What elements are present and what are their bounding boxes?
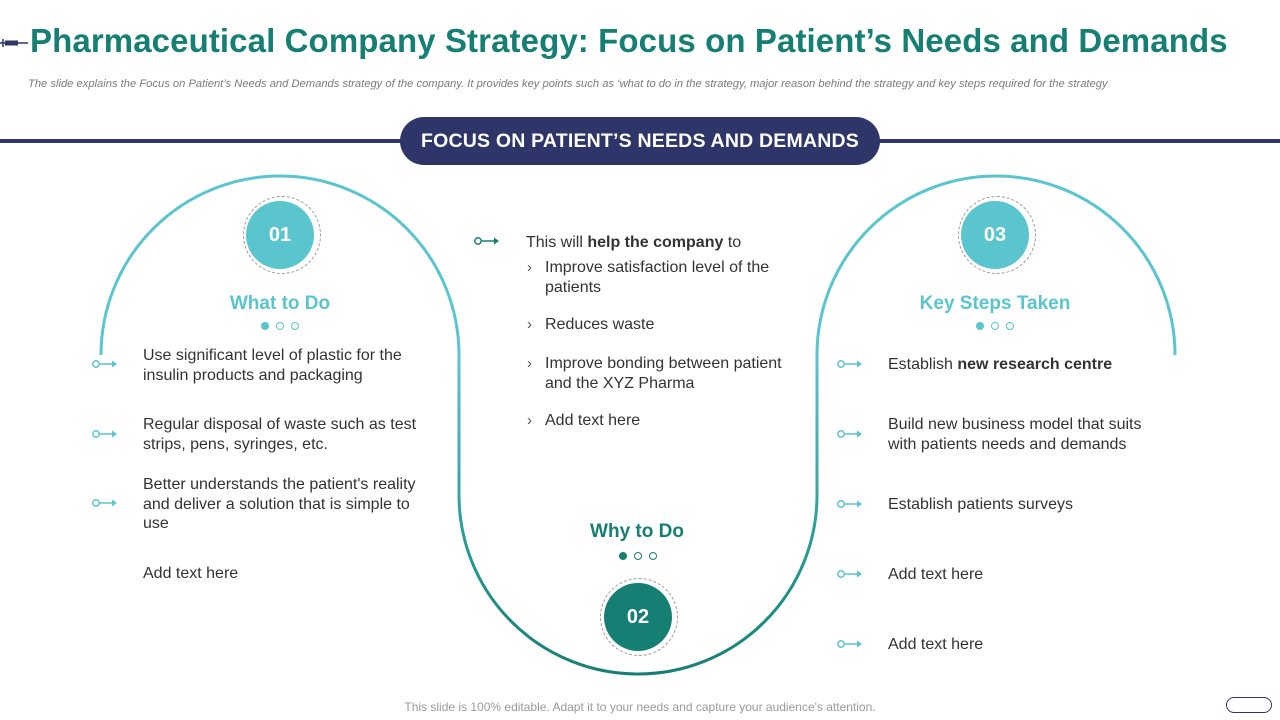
- why-item-3: ›Improve bonding between patient and the…: [527, 355, 782, 392]
- what-item-2: Regular disposal of waste such as test s…: [143, 416, 417, 453]
- steps-item-4: Add text here: [888, 566, 984, 583]
- dots-key-steps: [976, 322, 1014, 330]
- steps-item-1: Establish new research centre: [888, 356, 1113, 373]
- arrow-icon: [92, 499, 117, 507]
- arc-what-to-do: [99, 174, 461, 356]
- why-item-4: ›Add text here: [527, 412, 641, 429]
- banner-pill: FOCUS ON PATIENT’S NEEDS AND DEMANDS: [400, 117, 880, 165]
- what-item-1: Use significant level of plastic for the…: [143, 347, 402, 384]
- arc-why-to-do: [457, 355, 819, 676]
- arrow-icon: [837, 430, 862, 438]
- what-item-3: Better understands the patient's reality…: [143, 476, 416, 532]
- steps-item-2: Build new business model that suits with…: [888, 416, 1142, 453]
- syringe-icon: [0, 39, 28, 47]
- arrow-icon: [837, 500, 862, 508]
- arrow-icon: [92, 360, 117, 368]
- arrow-icon: [837, 570, 862, 578]
- arrow-icon: [837, 360, 862, 368]
- step-number-02: 02: [604, 583, 672, 651]
- heading-why-to-do: Why to Do: [590, 521, 684, 542]
- arrow-icon: [92, 430, 117, 438]
- page-subtitle: The slide explains the Focus on Patient’…: [28, 78, 1108, 90]
- heading-what-to-do: What to Do: [229, 293, 331, 314]
- circle-ring-03: [958, 196, 1036, 274]
- footer-note: This slide is 100% editable. Adapt it to…: [404, 700, 876, 714]
- why-item-2: ›Reduces waste: [527, 316, 655, 333]
- page-title: Pharmaceutical Company Strategy: Focus o…: [30, 22, 1228, 59]
- footer-pill-button[interactable]: [1226, 697, 1272, 713]
- arc-key-steps: [815, 174, 1177, 356]
- steps-item-3: Establish patients surveys: [888, 496, 1073, 513]
- dots-why-to-do: [619, 552, 657, 560]
- dots-what-to-do: [261, 322, 299, 330]
- step-number-03: 03: [961, 201, 1029, 269]
- heading-key-steps: Key Steps Taken: [919, 293, 1071, 314]
- circle-ring-02: [600, 578, 678, 656]
- why-intro: This will help the company to: [526, 234, 742, 251]
- what-item-4: Add text here: [143, 565, 239, 582]
- circle-ring-01: [243, 196, 321, 274]
- arrow-icon: [837, 640, 862, 648]
- steps-item-5: Add text here: [888, 636, 984, 653]
- why-item-1: ›Improve satisfaction level of the patie…: [527, 259, 770, 296]
- arrow-icon: [474, 237, 499, 245]
- step-number-01: 01: [246, 201, 314, 269]
